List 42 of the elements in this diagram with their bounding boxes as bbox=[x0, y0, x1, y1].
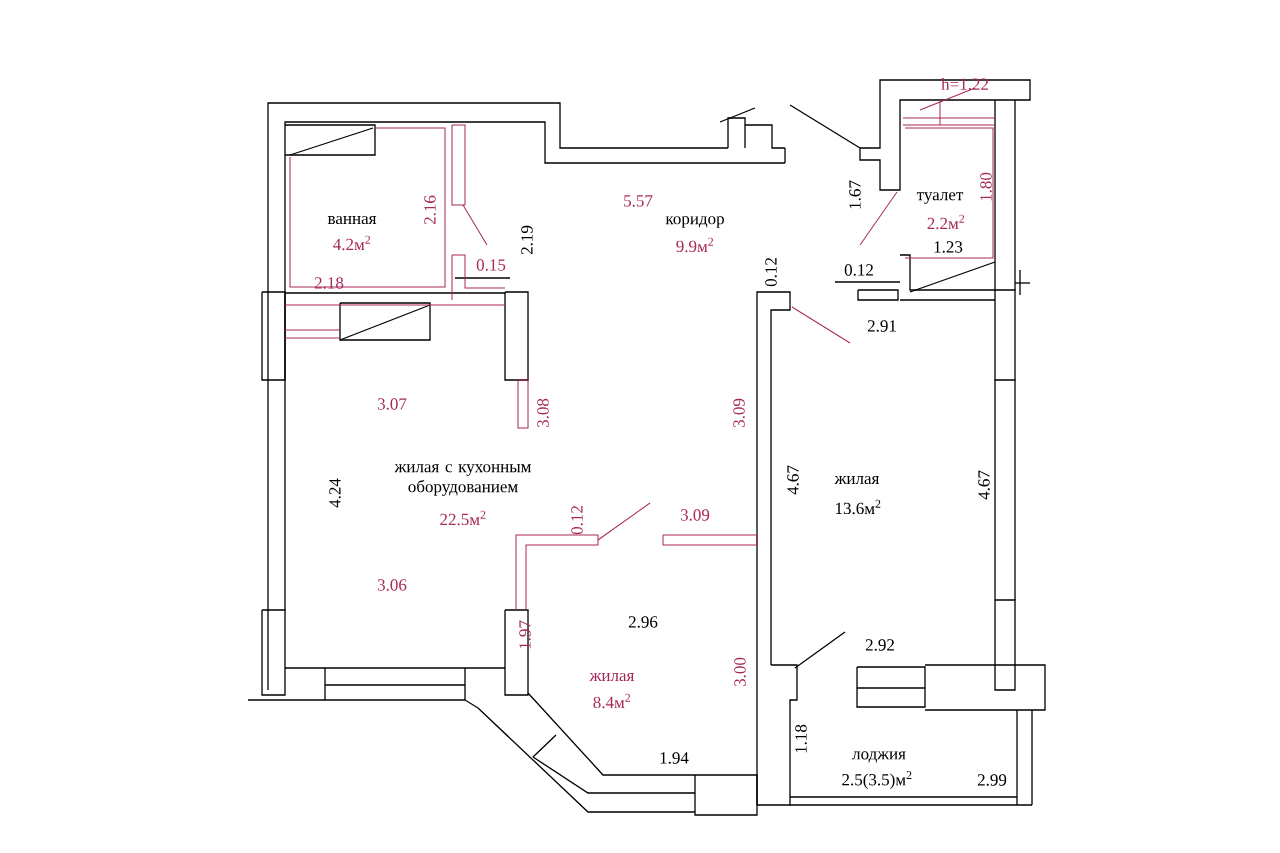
dimension-label: h=1.22 bbox=[941, 78, 988, 90]
dimension-label: 0.15 bbox=[476, 259, 506, 271]
room-area: 2.5(3.5)м$^{2}$ bbox=[842, 771, 912, 789]
dimension-label: 5.57 bbox=[624, 195, 653, 207]
dimension-label: 4.24 bbox=[329, 478, 341, 508]
dimension-label: 2.91 bbox=[867, 320, 896, 332]
dimension-label: 0.12 bbox=[765, 258, 777, 287]
dimension-label: 1.80 bbox=[980, 172, 992, 201]
room-area: 8.4м$^{2}$ bbox=[593, 693, 631, 709]
dimension-label: 3.09 bbox=[733, 398, 745, 428]
room-name: жилая bbox=[589, 672, 635, 682]
dimension-label: 4.67 bbox=[978, 470, 990, 500]
dimension-label: 3.07 bbox=[377, 398, 407, 410]
room-area: 2.2м$^{2}$ bbox=[927, 214, 965, 230]
room-name: коридор bbox=[665, 216, 724, 228]
room-area: 4.2м$^{2}$ bbox=[333, 235, 371, 251]
dimension-label: 3.00 bbox=[734, 657, 746, 687]
dimension-label: 3.08 bbox=[537, 398, 549, 428]
room-name: лоджия bbox=[852, 751, 906, 763]
dimension-label: 3.09 bbox=[680, 509, 710, 521]
dimension-label: 2.92 bbox=[865, 639, 894, 651]
dimension-label: 0.12 bbox=[571, 506, 583, 535]
dimension-label: 1.67 bbox=[849, 180, 861, 209]
room-name: жилая bbox=[834, 475, 880, 485]
dimension-label: 1.94 bbox=[660, 752, 689, 764]
room-name: туалет bbox=[916, 192, 964, 204]
dimension-label: 2.19 bbox=[521, 225, 533, 255]
dimension-label: 2.18 bbox=[314, 277, 344, 289]
dimension-label: 2.16 bbox=[424, 195, 436, 225]
dimension-label: 1.97 bbox=[519, 620, 531, 649]
room-area: 22.5м$^{2}$ bbox=[440, 510, 486, 526]
dimension-label: 1.18 bbox=[795, 724, 807, 753]
dimension-label: 1.23 bbox=[934, 241, 963, 253]
dimension-label: 2.96 bbox=[628, 616, 658, 628]
dimension-label: 0.12 bbox=[844, 264, 873, 276]
room-name: жилая с кухонным оборудованием bbox=[394, 464, 532, 496]
room-name: ванная bbox=[327, 215, 377, 225]
dimension-label: 4.67 bbox=[787, 465, 799, 495]
dimension-label: 3.06 bbox=[377, 579, 407, 591]
dimension-label: 2.99 bbox=[977, 774, 1007, 786]
room-area: 9.9м$^{2}$ bbox=[676, 237, 714, 253]
room-area: 13.6м$^{2}$ bbox=[836, 499, 881, 515]
